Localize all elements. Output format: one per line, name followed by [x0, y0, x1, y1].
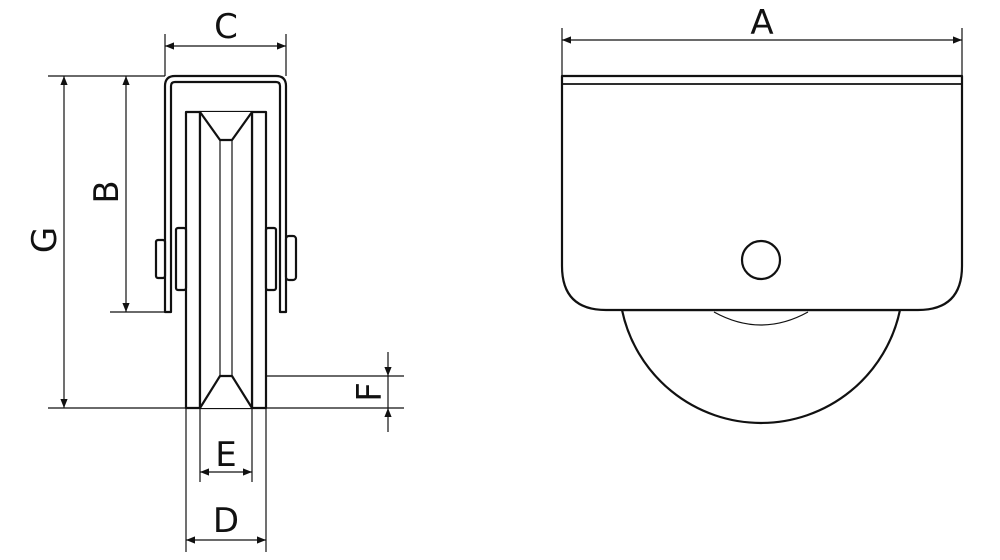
housing-front: [560, 74, 964, 312]
dimensions: C B G F E: [25, 3, 963, 552]
label-e: E: [215, 435, 236, 475]
label-c: C: [214, 7, 238, 47]
wheel-rim-left: [184, 110, 202, 410]
label-a: A: [750, 3, 773, 43]
dimension-f: F: [266, 352, 404, 432]
label-f: F: [350, 382, 390, 402]
dimension-a: A: [561, 3, 963, 76]
dimension-e: E: [199, 408, 253, 482]
front-view: [560, 74, 964, 425]
wheel-rim-right: [250, 110, 268, 410]
axle-hole: [740, 239, 782, 281]
washer-left: [174, 226, 188, 292]
dimension-g: G: [25, 75, 186, 409]
side-view: [154, 74, 298, 410]
nut-right: [284, 234, 298, 282]
label-d: D: [213, 501, 239, 541]
wheel-inner-arc: [713, 311, 809, 326]
dimension-b: B: [87, 75, 171, 313]
nut-left: [154, 238, 167, 280]
wheel-front: [620, 308, 902, 425]
washer-right: [264, 226, 278, 292]
label-b: B: [87, 180, 127, 203]
dimension-c: C: [164, 7, 287, 76]
wheel-hub: [198, 110, 254, 410]
v-groove-bottom: [199, 374, 253, 409]
v-groove-top: [199, 111, 253, 142]
label-g: G: [25, 227, 65, 253]
dimension-d: D: [185, 408, 267, 552]
bracket-outer: [163, 74, 288, 314]
